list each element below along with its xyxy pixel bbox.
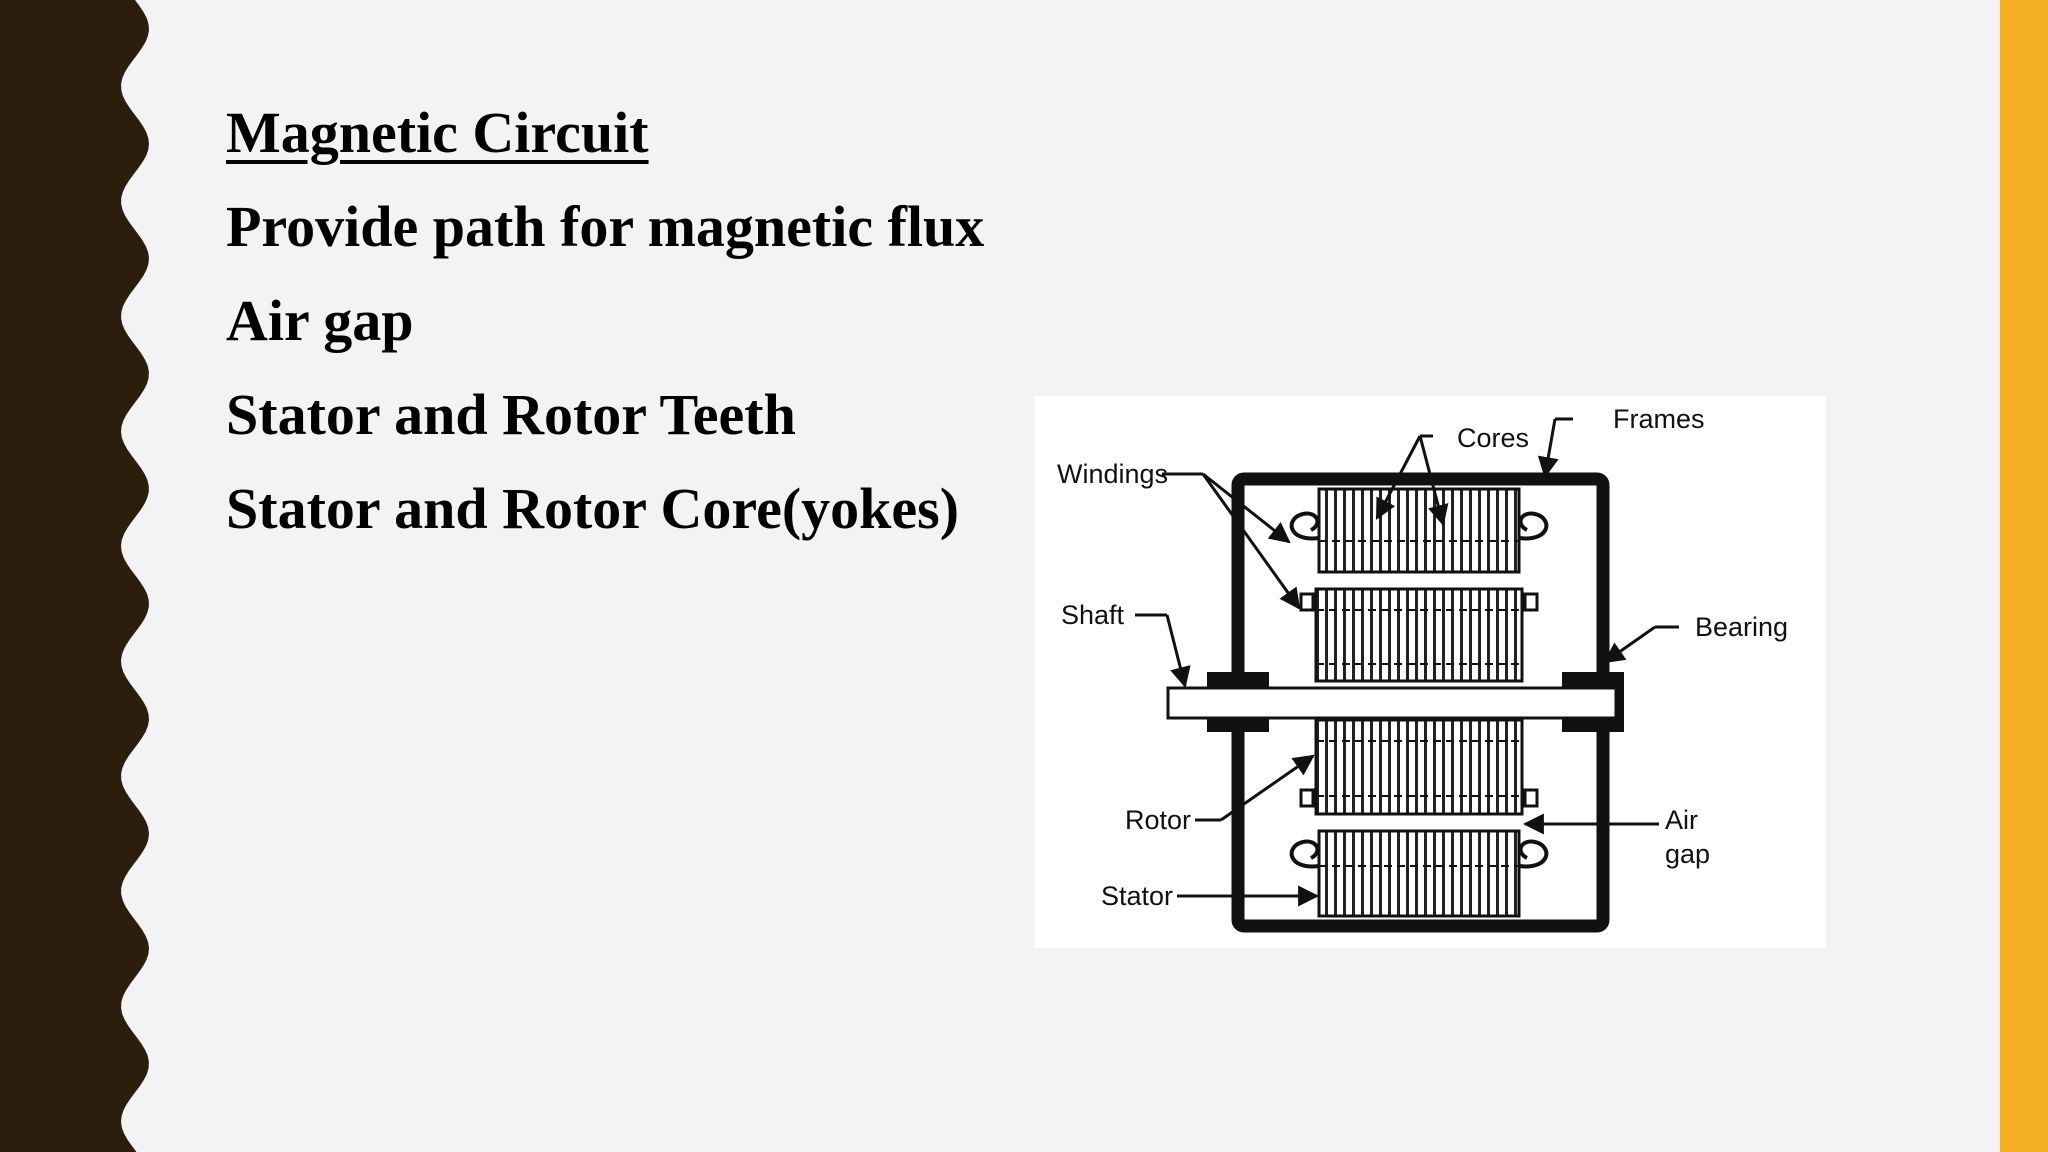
- bullet-teeth: Stator and Rotor Teeth: [226, 382, 796, 447]
- label-shaft: Shaft: [1061, 600, 1125, 630]
- bottom-stator-core: [1317, 829, 1521, 918]
- label-cores: Cores: [1457, 423, 1529, 453]
- winding-loop-bottom-right: [1518, 839, 1549, 869]
- slide-heading: Magnetic Circuit: [226, 100, 649, 165]
- bullet-flux-path: Provide path for magnetic flux: [226, 194, 985, 259]
- label-stator: Stator: [1101, 881, 1173, 911]
- machine-diagram: Frames Cores Windings Shaft Bearing Roto…: [1057, 404, 1788, 933]
- label-air: Air: [1665, 805, 1698, 835]
- bullet-core-yokes: Stator and Rotor Core(yokes): [226, 476, 960, 541]
- machine-diagram-panel: Frames Cores Windings Shaft Bearing Roto…: [1035, 396, 1826, 948]
- label-gap: gap: [1665, 839, 1710, 869]
- right-accent-bar: [2000, 0, 2048, 1152]
- shaft: [1166, 686, 1618, 720]
- winding-loop-bottom-left: [1289, 839, 1320, 869]
- slide-text-block: Magnetic Circuit Provide path for magnet…: [226, 86, 984, 556]
- top-stator-core: [1317, 487, 1521, 574]
- label-bearing: Bearing: [1695, 612, 1788, 642]
- bottom-rotor-core: [1314, 718, 1524, 816]
- label-rotor: Rotor: [1125, 805, 1191, 835]
- winding-loop-top-left: [1289, 511, 1320, 541]
- top-rotor-core: [1314, 587, 1524, 683]
- label-frames: Frames: [1613, 404, 1705, 434]
- winding-loop-top-right: [1518, 511, 1549, 541]
- left-decorative-band: [0, 0, 149, 1152]
- wave-shape: [0, 0, 149, 1152]
- label-windings: Windings: [1057, 459, 1168, 489]
- bullet-air-gap: Air gap: [226, 288, 414, 353]
